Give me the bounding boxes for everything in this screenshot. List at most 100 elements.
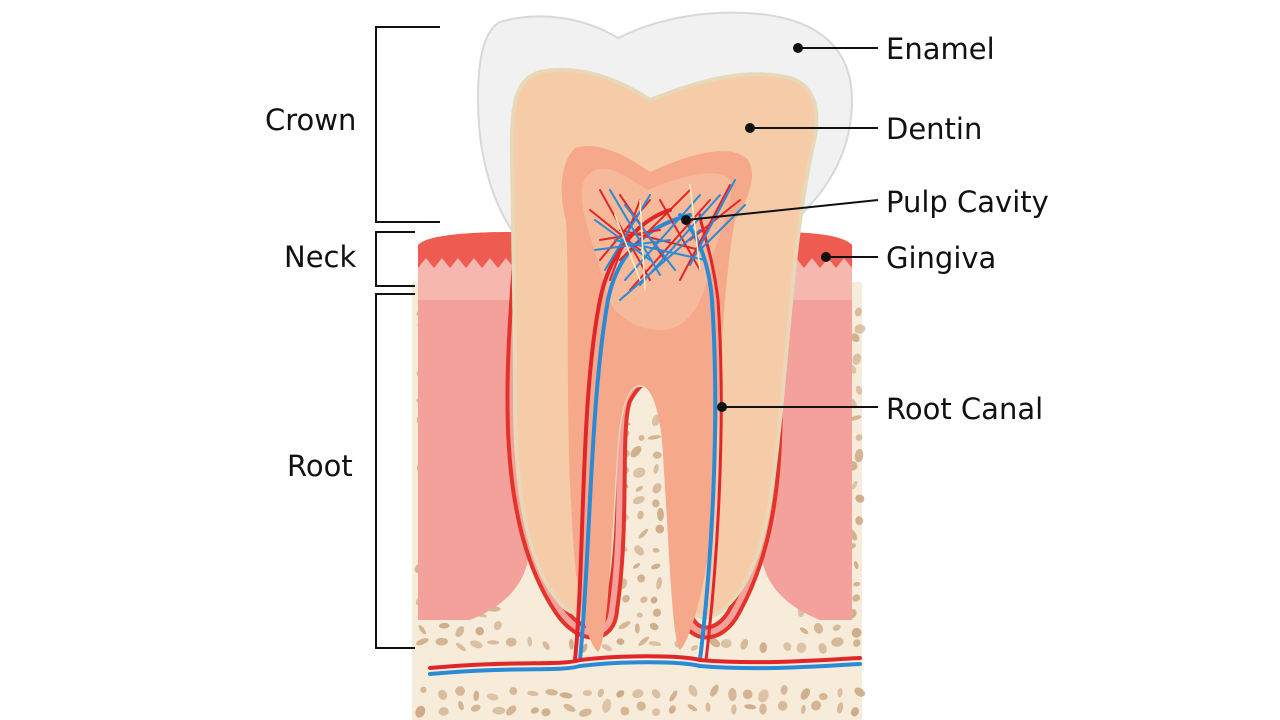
bone-pore: [582, 689, 593, 697]
bone-pore: [651, 689, 661, 699]
bone-pore: [636, 612, 643, 618]
bone-pore: [559, 692, 573, 699]
bone-pore: [801, 704, 806, 715]
bone-pore: [813, 623, 824, 634]
bone-pore: [853, 581, 861, 587]
blood-vessels: [428, 179, 862, 676]
bone-pore: [530, 707, 539, 714]
bone-pore: [854, 307, 862, 317]
bone-pore: [651, 563, 661, 570]
bone-pore: [728, 687, 737, 702]
bone-pore: [601, 644, 613, 652]
bone-pore: [796, 642, 807, 654]
bone-pore: [851, 480, 858, 490]
bone-pore: [854, 687, 866, 697]
bone-pore: [758, 689, 769, 703]
bone-pore: [811, 700, 822, 711]
bone-pore: [652, 499, 660, 508]
bone-pore: [438, 622, 450, 629]
bone-pore: [418, 625, 427, 635]
bone-pore: [568, 638, 574, 650]
bone-pore: [437, 689, 448, 700]
bone-pore: [486, 693, 499, 701]
bone-pore: [473, 690, 480, 702]
bone-pore: [634, 623, 640, 634]
bone-pore: [855, 516, 864, 526]
bone-pore: [759, 642, 768, 653]
bone-pore: [850, 707, 859, 717]
bone-pore: [652, 483, 662, 494]
bone-pore: [652, 608, 662, 617]
bone-pore: [455, 626, 465, 638]
bone-pore: [710, 684, 719, 697]
bone-pore: [852, 594, 861, 602]
dentin-label: Dentin: [886, 112, 983, 146]
root-label: Root: [287, 449, 353, 483]
bone-pore: [831, 637, 844, 647]
bone-pore: [837, 688, 843, 698]
bone-pore: [668, 705, 676, 714]
enamel-marker: [793, 43, 803, 53]
bone-pore: [602, 698, 612, 713]
bone-pore: [652, 547, 660, 553]
bone-pore: [470, 704, 481, 712]
neck-bracket: [375, 231, 415, 287]
bone-pore: [487, 640, 500, 645]
bone-pore: [622, 594, 630, 603]
bone-pore: [638, 434, 645, 441]
pulp-leader: [685, 199, 879, 221]
bone-pore: [777, 700, 788, 711]
crown-label: Crown: [265, 103, 357, 137]
bone-pore: [634, 545, 645, 556]
bone-pore: [818, 643, 827, 654]
bone-pore: [851, 627, 862, 638]
bone-pore: [527, 690, 539, 697]
bone-pore: [780, 685, 788, 695]
bone-pore: [630, 445, 642, 458]
bone-pore: [650, 596, 658, 604]
bone-pore: [744, 704, 757, 710]
neck-label: Neck: [284, 240, 357, 274]
pulp-marker: [681, 215, 691, 225]
bone-pore: [616, 638, 625, 646]
bone-pore: [705, 702, 711, 713]
bone-pore: [505, 637, 517, 647]
root-canal-marker: [717, 402, 727, 412]
bone-pore: [455, 686, 466, 696]
bone-pore: [633, 467, 646, 478]
bone-pore: [853, 639, 861, 647]
bone-pore: [649, 622, 659, 631]
bone-pore: [657, 507, 664, 522]
bone-pore: [652, 451, 662, 459]
bone-pore: [506, 705, 517, 716]
bone-pore: [455, 642, 466, 652]
bone-pore: [759, 703, 767, 715]
bone-pore: [647, 435, 661, 440]
bone-pore: [563, 703, 576, 712]
bone-pore: [832, 624, 841, 631]
bone-pore: [458, 701, 464, 711]
bone-pore: [836, 702, 844, 714]
bone-pore: [852, 353, 862, 365]
bone-pore: [416, 638, 429, 646]
bone-pore: [493, 621, 502, 631]
bone-pore: [541, 708, 551, 717]
bone-pore: [637, 574, 646, 583]
bone-pore: [492, 706, 506, 715]
bone-pore: [470, 640, 483, 649]
bone-pore: [635, 486, 643, 492]
bone-pore: [597, 688, 604, 698]
bone-pore: [620, 706, 630, 716]
dentin-marker: [745, 123, 755, 133]
bone-pore: [618, 621, 631, 630]
bone-pore: [527, 636, 533, 647]
leader-lines: [681, 43, 879, 412]
bone-pore: [669, 690, 678, 702]
bone-pore: [420, 686, 427, 693]
bone-pore: [731, 704, 737, 715]
bone-pore: [850, 333, 860, 343]
bone-pore: [648, 641, 662, 647]
bone-pore: [438, 707, 449, 716]
bone-pore: [854, 448, 864, 463]
bone-pore: [690, 645, 699, 651]
